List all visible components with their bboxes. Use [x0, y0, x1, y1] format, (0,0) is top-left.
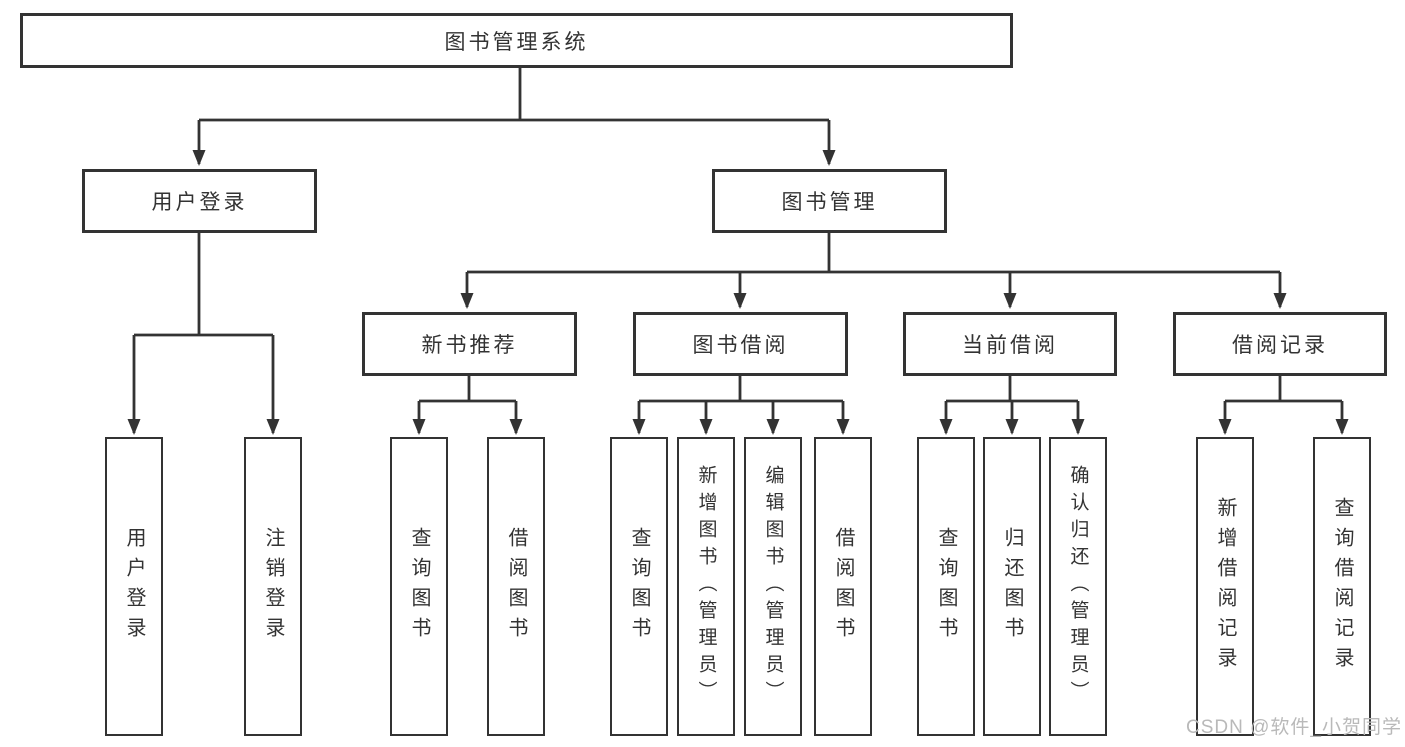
leaf-add-book-admin: 新增图书（管理员）	[677, 437, 735, 736]
leaf-query-books-borrow: 查询图书	[610, 437, 668, 736]
leaf-query-books-current: 查询图书	[917, 437, 975, 736]
node-current-borrowing: 当前借阅	[903, 312, 1117, 376]
root-node-library-system: 图书管理系统	[20, 13, 1013, 68]
csdn-watermark: CSDN @软件_小贺同学	[1186, 717, 1402, 738]
leaf-query-books-recommend: 查询图书	[390, 437, 448, 736]
node-book-borrowing: 图书借阅	[633, 312, 848, 376]
node-new-book-recommendation: 新书推荐	[362, 312, 577, 376]
node-borrowing-records: 借阅记录	[1173, 312, 1387, 376]
leaf-user-login: 用户登录	[105, 437, 163, 736]
leaf-edit-book-admin: 编辑图书（管理员）	[744, 437, 802, 736]
leaf-borrow-books: 借阅图书	[814, 437, 872, 736]
leaf-logout: 注销登录	[244, 437, 302, 736]
leaf-confirm-return-admin: 确认归还（管理员）	[1049, 437, 1107, 736]
node-book-management: 图书管理	[712, 169, 947, 233]
node-user-login: 用户登录	[82, 169, 317, 233]
leaf-add-borrow-record: 新增借阅记录	[1196, 437, 1254, 736]
leaf-query-borrow-record: 查询借阅记录	[1313, 437, 1371, 736]
leaf-borrow-books-recommend: 借阅图书	[487, 437, 545, 736]
leaf-return-book: 归还图书	[983, 437, 1041, 736]
